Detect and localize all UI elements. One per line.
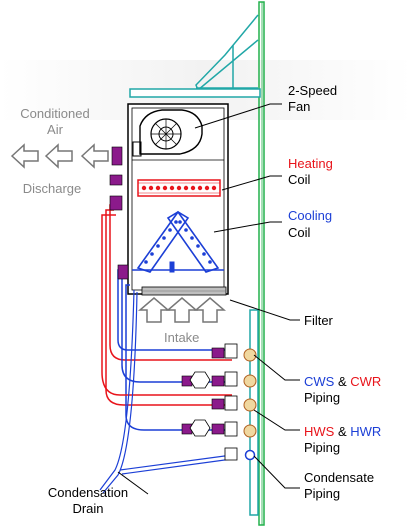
building-wall (258, 1, 265, 526)
heating-coil-label-line1: Heating (288, 156, 333, 171)
condensation-drain-line2: Drain (72, 501, 103, 516)
cooling-coil-label-line1: Cooling (288, 208, 332, 223)
filter (141, 286, 227, 296)
filter-label: Filter (304, 313, 334, 328)
piping (99, 204, 233, 494)
hws-hwr-piping-label: Piping (304, 440, 340, 455)
support-bracket (129, 14, 261, 516)
fan-coil-cabinet (127, 103, 229, 295)
conditioned-air-line2: Air (47, 122, 64, 137)
cooling-coil (132, 210, 224, 273)
condensate-label-line1: Condensate (304, 470, 374, 485)
hws-hwr-label: HWS & HWR (304, 424, 381, 439)
fan-blower (132, 109, 203, 157)
intake-arrows (137, 297, 227, 323)
intake-label: Intake (164, 330, 199, 345)
condensate-label-line2: Piping (304, 486, 340, 501)
fan-label-line1: 2-Speed (288, 83, 337, 98)
leader-lines (117, 103, 300, 495)
discharge-label: Discharge (23, 181, 82, 196)
discharge-valves (109, 146, 129, 280)
cooling-coil-label-line2: Coil (288, 225, 311, 240)
conditioned-air-line1: Conditioned (20, 106, 89, 121)
fan-label-line2: Fan (288, 99, 310, 114)
condensation-drain-line1: Condensation (48, 485, 128, 500)
heating-coil-label-line2: Coil (288, 172, 311, 187)
piping-valves (181, 343, 257, 461)
cws-cwr-piping-label: Piping (304, 390, 340, 405)
discharge-arrows (10, 143, 109, 169)
labels: Conditioned Air Discharge Intake 2-Speed… (20, 83, 381, 516)
heating-coil (137, 179, 221, 197)
cws-cwr-label: CWS & CWR (304, 374, 381, 389)
